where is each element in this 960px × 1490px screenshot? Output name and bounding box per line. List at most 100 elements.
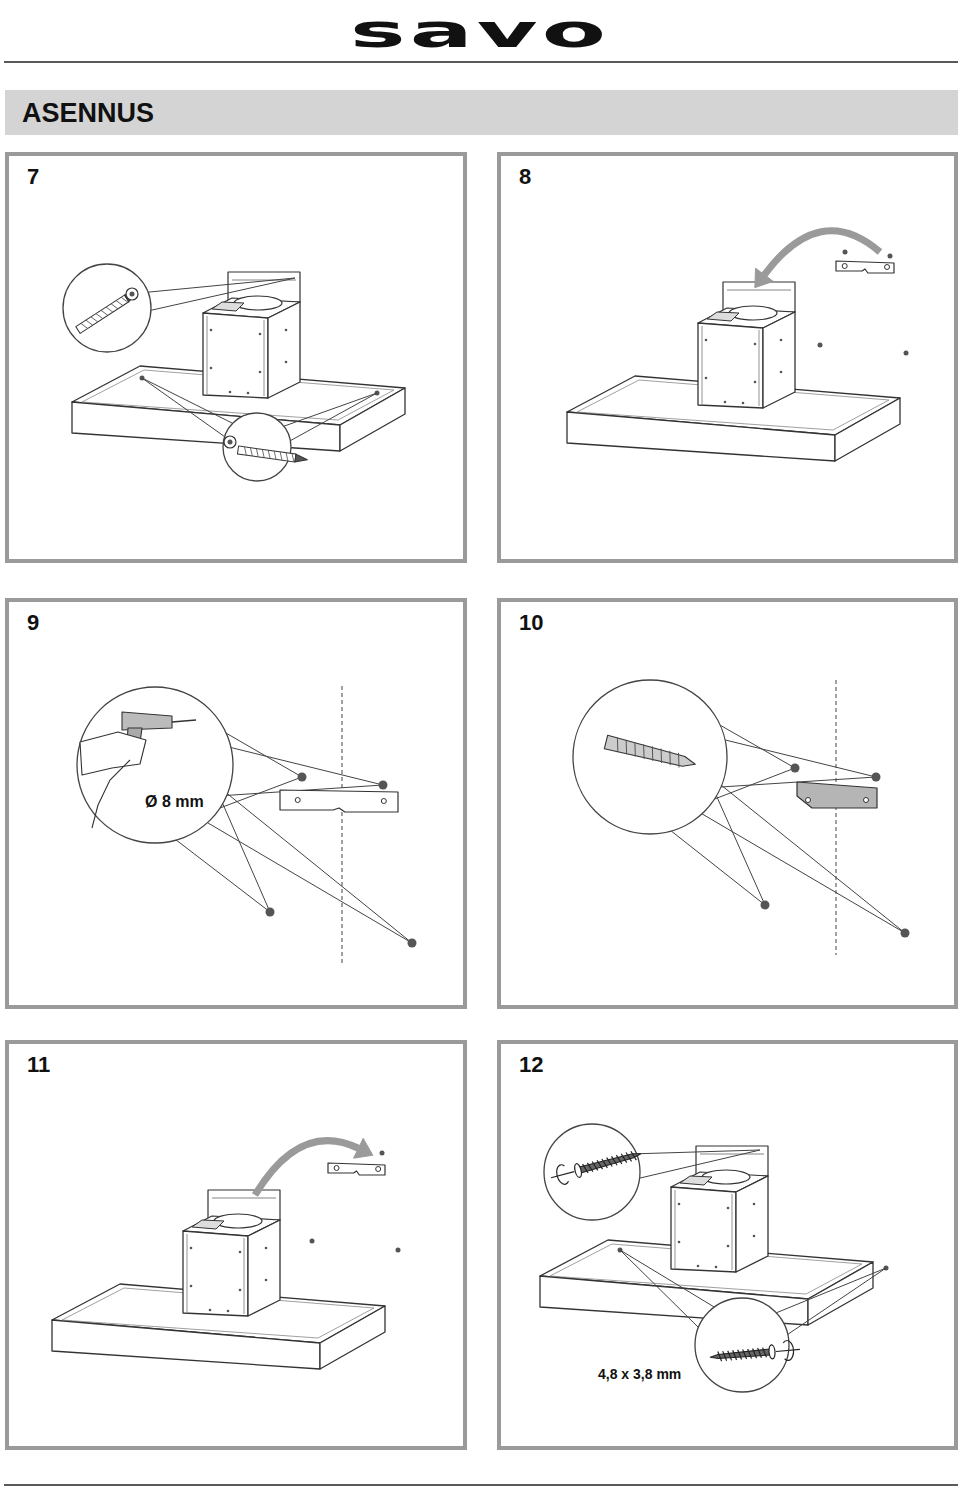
canopy-front xyxy=(72,402,340,451)
motor-front xyxy=(203,313,268,398)
wall-bracket xyxy=(797,782,877,808)
hole-mark xyxy=(298,773,307,782)
screw-thread xyxy=(612,1156,617,1166)
bracket-hole xyxy=(334,1166,339,1171)
pencil-hatch xyxy=(285,453,289,461)
canopy-side xyxy=(808,1262,873,1325)
detail-bubble xyxy=(223,413,291,481)
pencil-body xyxy=(76,295,129,333)
step-number: 12 xyxy=(519,1052,543,1078)
plug-rib xyxy=(666,751,673,766)
screw-dot xyxy=(190,1247,193,1250)
screw-thread xyxy=(763,1347,767,1357)
hole-mark xyxy=(266,908,275,917)
screw-thread xyxy=(753,1348,757,1358)
screw-dot xyxy=(697,1265,700,1268)
pencil-hatch xyxy=(279,452,283,460)
footer-rule xyxy=(4,1484,958,1486)
motor-cover xyxy=(192,1220,224,1229)
screw-dot xyxy=(265,1247,268,1250)
pencil-hatch xyxy=(91,315,98,323)
hole-mark xyxy=(843,250,848,255)
hole-mark xyxy=(791,764,800,773)
motor-front xyxy=(698,323,763,408)
pencil-body xyxy=(237,446,296,462)
screw xyxy=(548,1144,643,1187)
screw-dot xyxy=(227,1310,230,1313)
screw-dot xyxy=(239,1251,242,1254)
pencil-hatch xyxy=(116,299,123,307)
motor-side xyxy=(248,1220,280,1316)
pencil-hatch xyxy=(106,305,113,313)
canopy-side xyxy=(340,388,405,451)
hole-mark xyxy=(380,1151,385,1156)
screw-dot xyxy=(780,371,783,374)
pencil-hatch xyxy=(101,309,108,317)
leader-line xyxy=(716,796,765,905)
pencil-hatch xyxy=(96,312,103,320)
screw-size-label: 4,8 x 3,8 mm xyxy=(598,1366,681,1382)
step-panel: 12 xyxy=(497,1040,958,1450)
screw-dot xyxy=(705,339,708,342)
screw-thread xyxy=(758,1348,762,1358)
leader-line xyxy=(151,278,295,310)
screw-dot xyxy=(724,401,727,404)
plug-body xyxy=(604,735,697,771)
bracket-edge xyxy=(212,1198,276,1199)
leader-line xyxy=(620,1250,714,1307)
arrow-head xyxy=(354,1138,373,1158)
plug-rib xyxy=(623,740,630,755)
leader-line xyxy=(620,1250,698,1327)
leader-line xyxy=(227,794,412,943)
bracket-hole xyxy=(864,798,869,803)
leader-line xyxy=(776,1268,886,1313)
pencil-hatch xyxy=(249,448,253,456)
screw-thread xyxy=(733,1350,737,1360)
brand-logo: savo xyxy=(350,6,610,56)
screw-dot xyxy=(210,367,213,370)
hole-mark xyxy=(904,351,909,356)
center-line xyxy=(342,686,343,965)
pencil-tip xyxy=(124,289,138,302)
step-number: 7 xyxy=(27,164,39,190)
drill-body xyxy=(122,712,172,730)
screw-thread xyxy=(597,1159,602,1169)
leader-line xyxy=(142,378,225,437)
bracket-hole xyxy=(885,265,890,270)
step-panel: 8 xyxy=(497,152,958,563)
screw-head xyxy=(768,1345,775,1359)
page-title: ASENNUS xyxy=(22,97,154,129)
step-number: 10 xyxy=(519,610,543,636)
screw-thread xyxy=(602,1158,607,1168)
screw-thread xyxy=(587,1162,592,1172)
detail-bubble xyxy=(544,1124,640,1220)
pencil-tip xyxy=(295,454,308,464)
hole-mark xyxy=(818,343,823,348)
screw-dot xyxy=(754,343,757,346)
motor-edge xyxy=(675,1190,676,1268)
mark-ring xyxy=(224,436,236,448)
range-hood xyxy=(567,282,900,461)
bracket-edge xyxy=(727,290,791,291)
screw-thread xyxy=(748,1349,752,1359)
pencil xyxy=(237,446,307,464)
leader-line xyxy=(223,804,270,912)
leader-line xyxy=(284,393,377,426)
bracket-hole xyxy=(295,798,300,803)
bracket-edge xyxy=(700,1154,764,1155)
motor-edge xyxy=(264,320,265,396)
hole-mark xyxy=(901,929,910,938)
screwdriver xyxy=(551,1172,574,1178)
plug-rib xyxy=(675,753,682,768)
motor-edge xyxy=(187,1234,188,1312)
wall-plug xyxy=(604,735,697,771)
pencil-hatch xyxy=(255,449,259,457)
arrow-head xyxy=(755,268,773,287)
screw-dot xyxy=(265,1279,268,1282)
canopy-front xyxy=(567,412,835,461)
center-line xyxy=(836,680,837,955)
screw-dot xyxy=(229,391,232,394)
plug-rib xyxy=(658,749,665,764)
step-number: 9 xyxy=(27,610,39,636)
